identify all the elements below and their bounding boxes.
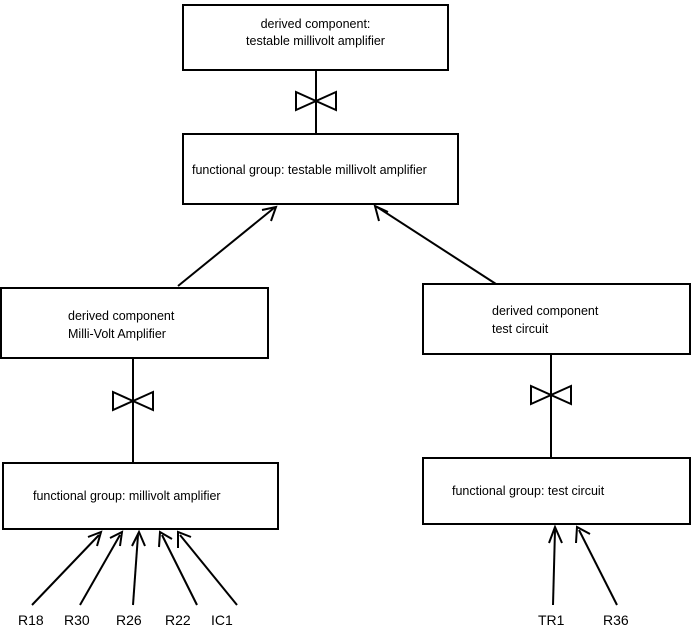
part-arrow-r26-head: [131, 529, 146, 547]
bowtie-connector-left: [112, 358, 154, 463]
node-label-line1: functional group: testable millivolt amp…: [192, 163, 427, 177]
part-arrow-r36-line: [578, 529, 618, 606]
part-arrow-ic1: [177, 530, 238, 606]
hierarchy-arrow-test-circuit: [373, 204, 497, 285]
bowtie-connector-right: [530, 354, 572, 458]
hierarchy-arrow-test-circuit-line: [376, 206, 497, 285]
node-label-line1: derived component: [492, 304, 599, 318]
part-arrow-ic1-head: [177, 530, 192, 548]
node-label-line2: Milli-Volt Amplifier: [68, 327, 166, 341]
part-label-r36: R36: [603, 612, 629, 628]
node-box-outline[interactable]: [422, 283, 691, 355]
node-functional-group-testable-millivolt-amplifier[interactable]: functional group: testable millivolt amp…: [182, 133, 459, 205]
part-label-ic1: IC1: [211, 612, 233, 628]
part-arrow-tr1-head: [548, 524, 563, 544]
node-label-line1: functional group: test circuit: [452, 484, 605, 498]
node-functional-group-test-circuit[interactable]: functional group: test circuit: [422, 457, 691, 525]
hierarchy-arrow-mv-amp: [177, 205, 278, 287]
part-label-r18: R18: [18, 612, 44, 628]
part-arrow-r18-line: [31, 534, 100, 606]
part-label-r22: R22: [165, 612, 191, 628]
part-arrow-r22-head: [158, 530, 173, 548]
bowtie-left-triangle-top: [295, 90, 319, 112]
part-arrow-r30-head: [109, 530, 124, 547]
part-arrow-r18: [31, 530, 103, 606]
part-arrow-r36-head: [575, 525, 591, 544]
node-box-outline[interactable]: [182, 133, 459, 205]
part-arrow-r18-head: [87, 530, 103, 547]
hierarchy-arrow-mv-amp-line: [177, 207, 275, 287]
node-derived-testable-millivolt-amplifier[interactable]: derived component: testable millivolt am…: [182, 4, 449, 71]
node-box-outline[interactable]: [0, 287, 269, 359]
hierarchy-arrow-mv-amp-head: [261, 205, 278, 222]
part-arrow-tr1: [548, 524, 563, 606]
node-box-outline[interactable]: [422, 457, 691, 525]
node-label-line2: test circuit: [492, 322, 549, 336]
bowtie-right-triangle-right: [548, 384, 572, 406]
part-label-tr1: TR1: [538, 612, 565, 628]
node-box-outline[interactable]: [2, 462, 279, 530]
part-arrow-r22-line: [161, 534, 198, 606]
bowtie-connector-top: [295, 70, 337, 134]
node-derived-test-circuit[interactable]: derived component test circuit: [422, 283, 691, 355]
part-arrow-r26-line: [132, 534, 139, 606]
part-arrow-r30-line: [79, 534, 121, 606]
bowtie-right-triangle-left: [130, 390, 154, 412]
part-label-r26: R26: [116, 612, 142, 628]
bowtie-left-triangle-right: [530, 384, 554, 406]
node-label-line1: functional group: millivolt amplifier: [33, 489, 221, 503]
node-functional-group-millivolt-amplifier[interactable]: functional group: millivolt amplifier: [2, 462, 279, 530]
part-arrow-tr1-line: [552, 529, 556, 606]
part-label-r30: R30: [64, 612, 90, 628]
node-label-line1: derived component:: [261, 17, 371, 31]
bowtie-right-triangle-top: [313, 90, 337, 112]
node-label-line1: derived component: [68, 309, 175, 323]
node-label-line2: testable millivolt amplifier: [246, 34, 385, 48]
node-derived-milli-volt-amplifier[interactable]: derived component Milli-Volt Amplifier: [0, 287, 269, 359]
part-arrow-r22: [158, 530, 198, 606]
node-box-outline[interactable]: [182, 4, 449, 71]
hierarchy-arrow-test-circuit-head: [373, 204, 389, 222]
part-arrow-ic1-line: [179, 534, 238, 606]
part-arrow-r30: [79, 530, 124, 606]
part-arrow-r26: [131, 529, 146, 606]
bowtie-left-triangle-left: [112, 390, 136, 412]
part-arrow-r36: [575, 525, 618, 606]
